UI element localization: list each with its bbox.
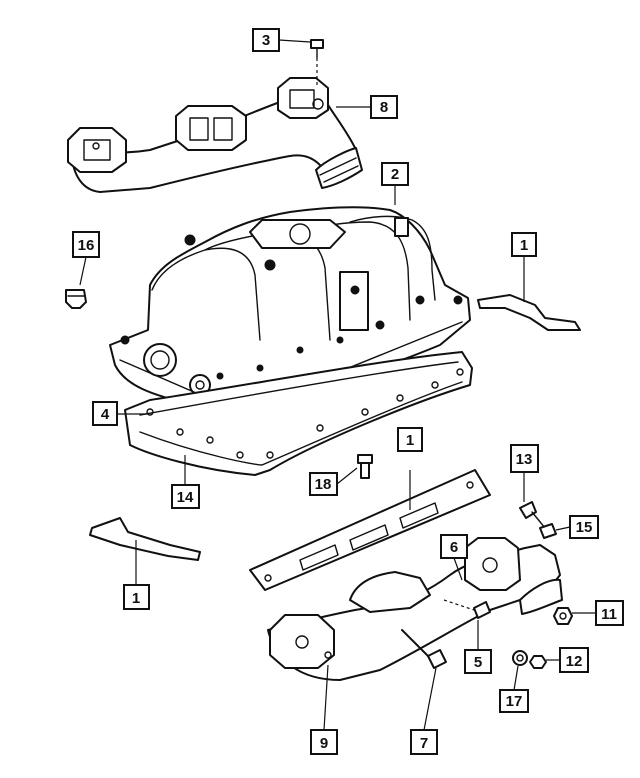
plug-part-16 xyxy=(65,289,87,309)
callout-12: 12 xyxy=(559,647,589,673)
bolt-part-3 xyxy=(310,39,324,88)
callout-17: 17 xyxy=(499,689,529,713)
callout-2: 2 xyxy=(381,162,409,186)
callout-16-label: 16 xyxy=(78,237,95,254)
callout-13-label: 13 xyxy=(516,451,533,468)
callout-18-label: 18 xyxy=(315,476,332,493)
callout-13: 13 xyxy=(510,444,539,473)
exhaust-gasket-strip xyxy=(249,469,491,591)
lower-exhaust-manifold xyxy=(267,537,563,681)
callout-1-center-label: 1 xyxy=(406,432,414,449)
leader-lines xyxy=(79,39,596,731)
nut-part-11 xyxy=(553,607,573,625)
callout-4: 4 xyxy=(92,401,118,426)
callout-3: 3 xyxy=(252,28,280,52)
callout-1-center: 1 xyxy=(397,427,423,452)
callout-7: 7 xyxy=(410,729,438,755)
callout-17-label: 17 xyxy=(506,693,523,710)
clip-part-15 xyxy=(539,523,557,539)
stud-part-5 xyxy=(443,599,491,619)
callout-1-upper-right-label: 1 xyxy=(520,237,528,254)
heat-shield-lower-left xyxy=(89,517,201,561)
callout-8: 8 xyxy=(370,95,398,119)
callout-5: 5 xyxy=(464,649,492,674)
bolt-part-18 xyxy=(357,454,373,479)
callout-5-label: 5 xyxy=(474,654,482,671)
bolt-part-13 xyxy=(519,501,546,529)
callout-14-label: 14 xyxy=(177,489,194,506)
callout-9: 9 xyxy=(310,729,338,755)
callout-11: 11 xyxy=(595,600,624,626)
nut-part-12 xyxy=(529,655,547,669)
callout-8-label: 8 xyxy=(380,99,388,116)
callout-1-upper-right: 1 xyxy=(511,232,537,257)
callout-4-label: 4 xyxy=(101,406,110,423)
callout-2-label: 2 xyxy=(391,166,399,183)
callout-16: 16 xyxy=(72,231,100,258)
manifold-gasket-tray xyxy=(124,351,473,476)
bolt-part-7 xyxy=(401,629,447,669)
washer-part-17 xyxy=(512,650,528,666)
upper-exhaust-manifold xyxy=(67,77,363,193)
callout-3-label: 3 xyxy=(262,32,270,49)
intake-manifold xyxy=(109,206,471,413)
callout-1-lower-left-label: 1 xyxy=(132,590,140,607)
callout-11-label: 11 xyxy=(601,606,617,623)
callout-9-label: 9 xyxy=(320,735,328,752)
callout-15: 15 xyxy=(569,515,599,539)
callout-6-label: 6 xyxy=(450,539,458,556)
callout-14: 14 xyxy=(171,484,200,509)
heat-shield-upper-right xyxy=(477,294,581,331)
callout-15-label: 15 xyxy=(576,519,593,536)
callout-18: 18 xyxy=(309,472,338,496)
callout-1-lower-left: 1 xyxy=(123,584,150,610)
callout-6: 6 xyxy=(440,534,468,559)
callout-12-label: 12 xyxy=(566,653,583,670)
callout-7-label: 7 xyxy=(420,735,428,752)
